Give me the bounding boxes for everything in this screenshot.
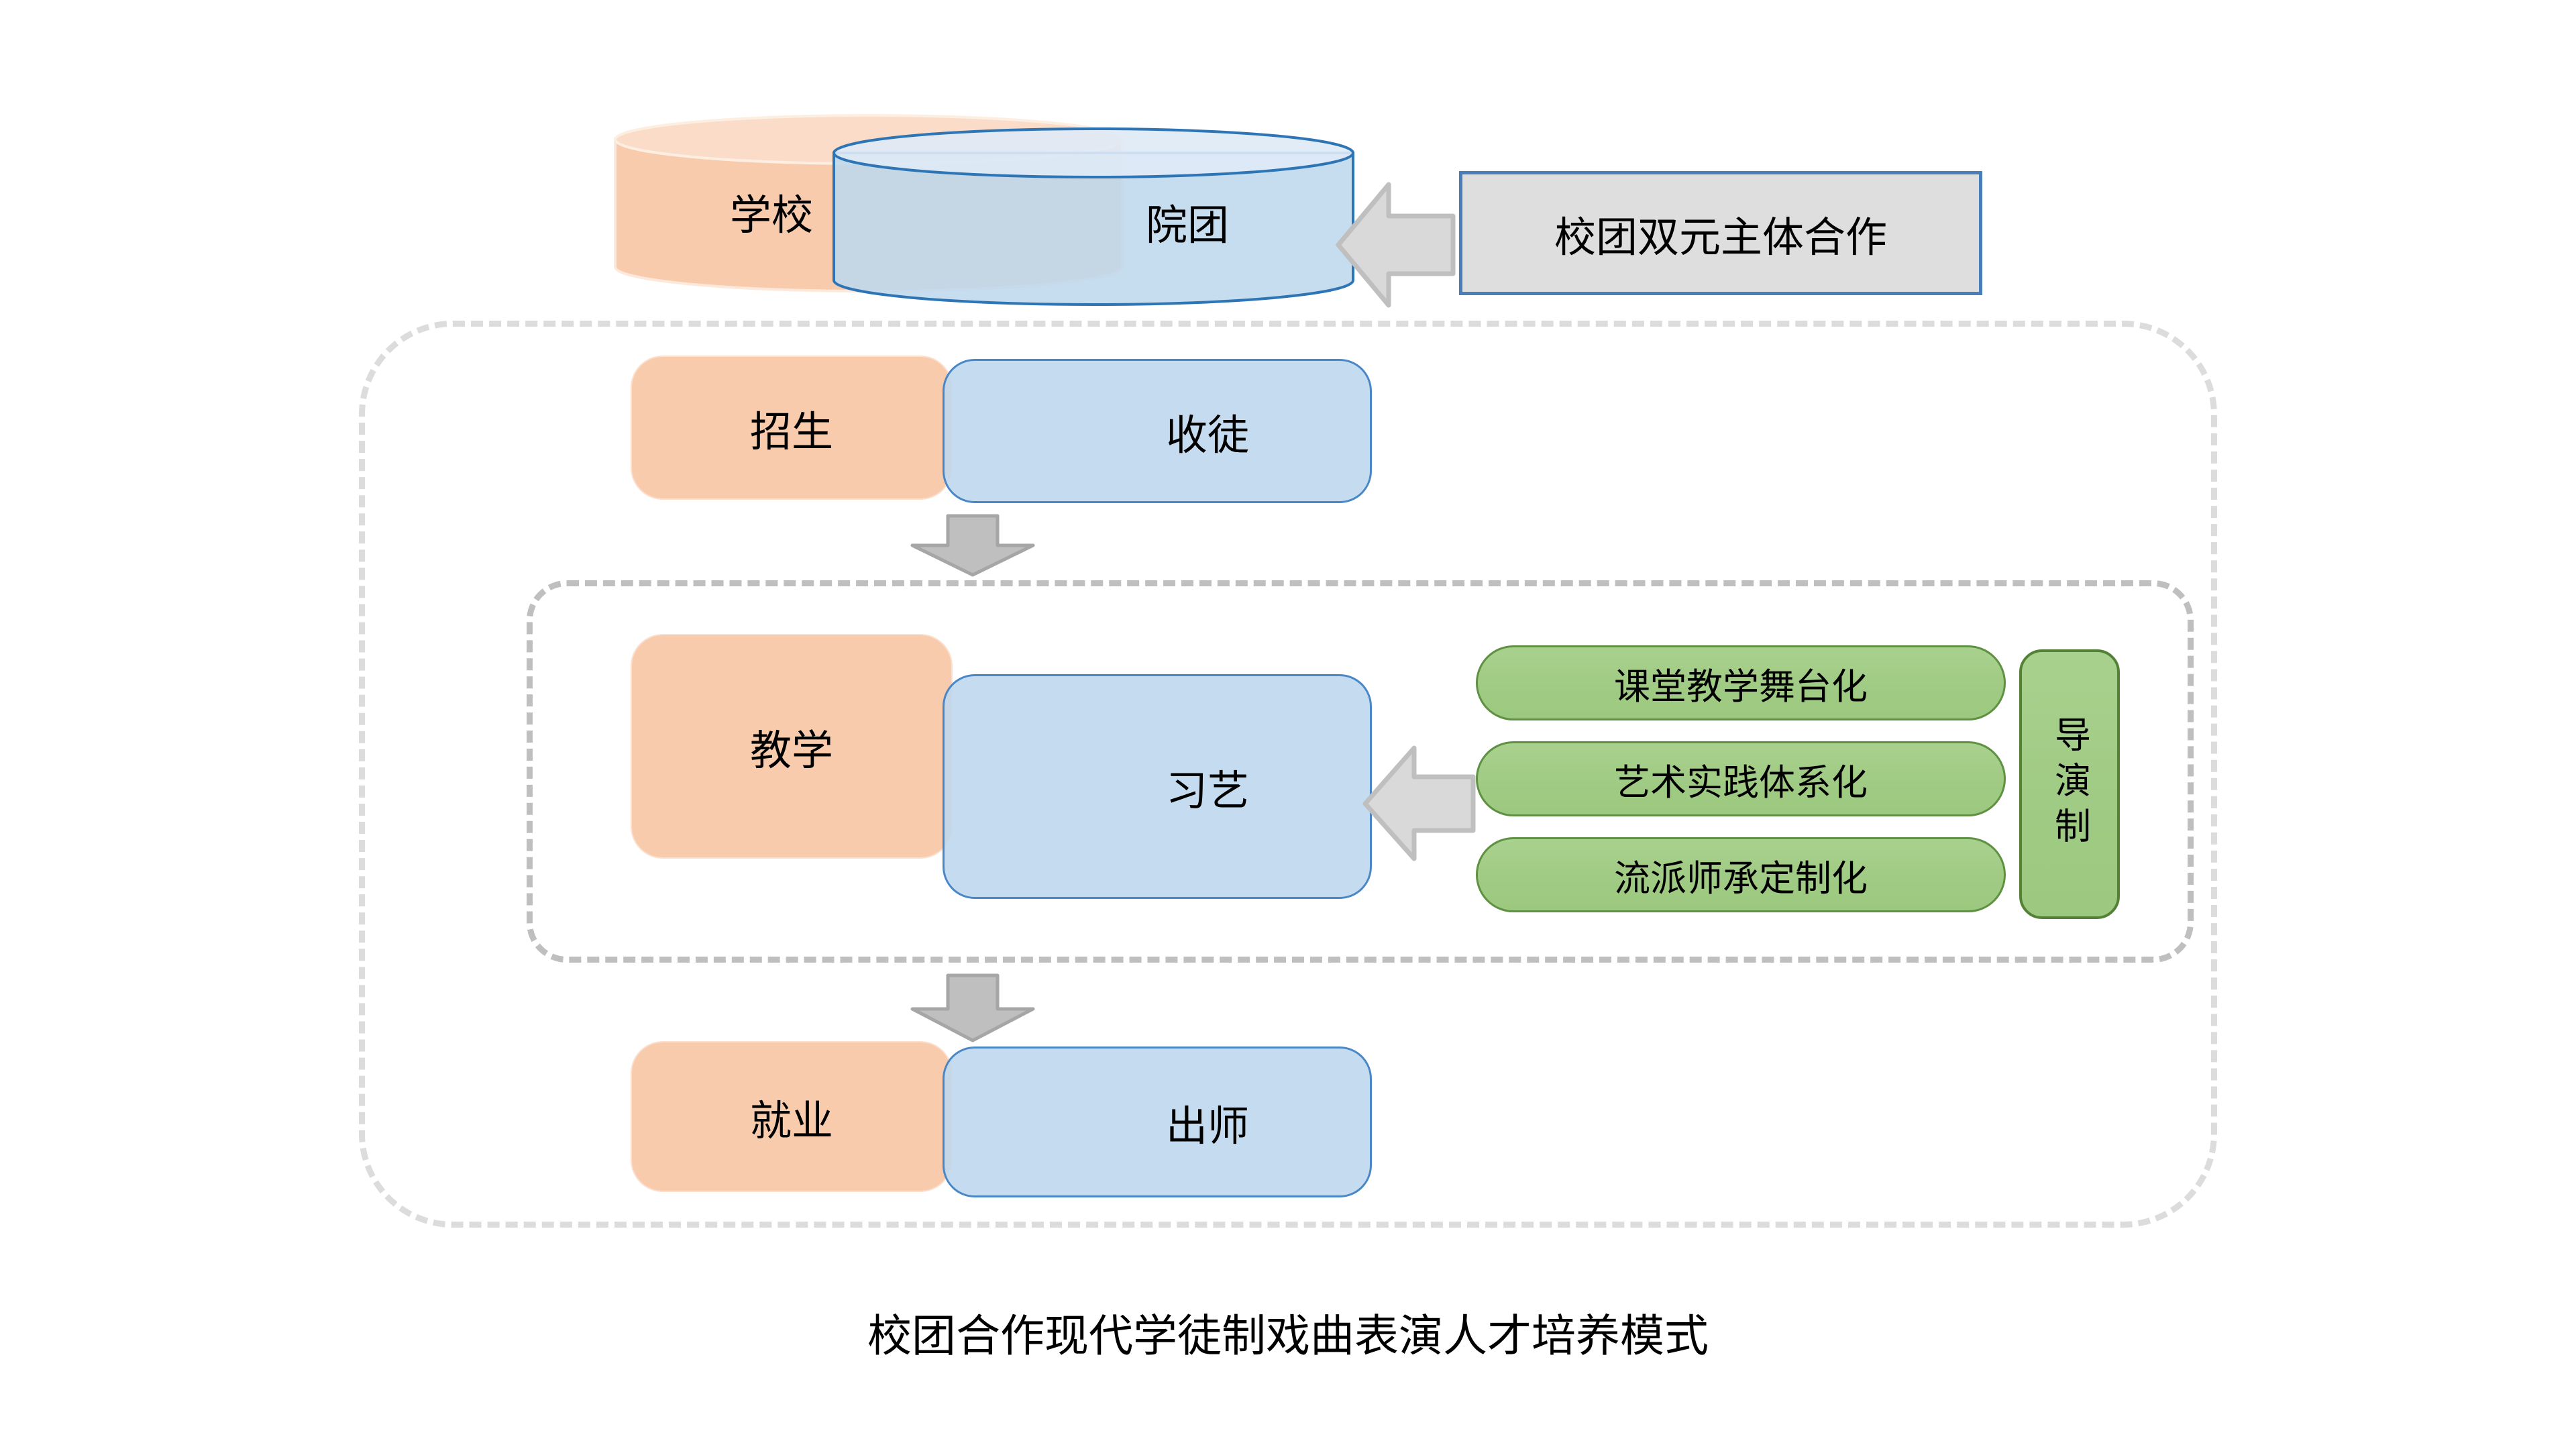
teaching-feature-pill-2: 艺术实践体系化 <box>1476 741 2006 816</box>
stage-1-school-label: 招生 <box>749 409 833 455</box>
cooperation-arrow-left-icon <box>1335 181 1456 309</box>
inner-dashed-frame-teaching <box>527 580 2194 963</box>
stage-1-school-box: 招生 <box>631 356 953 500</box>
stage-2-school-label: 教学 <box>749 727 833 774</box>
stage-3-troupe-box: 出师 <box>943 1046 1372 1197</box>
stage-1-troupe-label: 收徒 <box>1165 412 1249 459</box>
stage-1-troupe-box: 收徒 <box>943 359 1372 503</box>
stage-2-school-box: 教学 <box>631 634 953 859</box>
teaching-feature-label-2: 艺术实践体系化 <box>1614 762 1868 803</box>
flow-arrow-down-1-icon <box>909 513 1036 577</box>
troupe-cylinder-label: 院团 <box>1145 203 1229 249</box>
stage-2-troupe-label: 习艺 <box>1165 767 1249 814</box>
teaching-system-label: 导演制 <box>2049 716 2090 853</box>
stage-2-troupe-box: 习艺 <box>943 674 1372 899</box>
stage-3-troupe-label: 出师 <box>1165 1103 1249 1150</box>
teaching-feature-pill-3: 流派师承定制化 <box>1476 837 2006 912</box>
stage-3-school-box: 就业 <box>631 1041 953 1192</box>
teaching-system-box: 导演制 <box>2019 649 2120 919</box>
teaching-feature-label-3: 流派师承定制化 <box>1614 858 1868 899</box>
flow-arrow-down-2-icon <box>909 973 1036 1043</box>
cooperation-callout-label: 校团双元主体合作 <box>1554 214 1887 261</box>
outer-dashed-frame <box>359 321 2217 1228</box>
teaching-arrow-left-icon <box>1362 745 1476 862</box>
school-cylinder-label: 学校 <box>729 193 813 239</box>
stage-3-school-label: 就业 <box>749 1097 833 1144</box>
teaching-feature-pill-1: 课堂教学舞台化 <box>1476 645 2006 720</box>
troupe-cylinder <box>832 127 1355 312</box>
teaching-feature-label-1: 课堂教学舞台化 <box>1614 666 1868 707</box>
diagram-caption: 校团合作现代学徒制戏曲表演人才培养模式 <box>867 1311 1709 1360</box>
cooperation-callout-box: 校团双元主体合作 <box>1459 171 1982 295</box>
